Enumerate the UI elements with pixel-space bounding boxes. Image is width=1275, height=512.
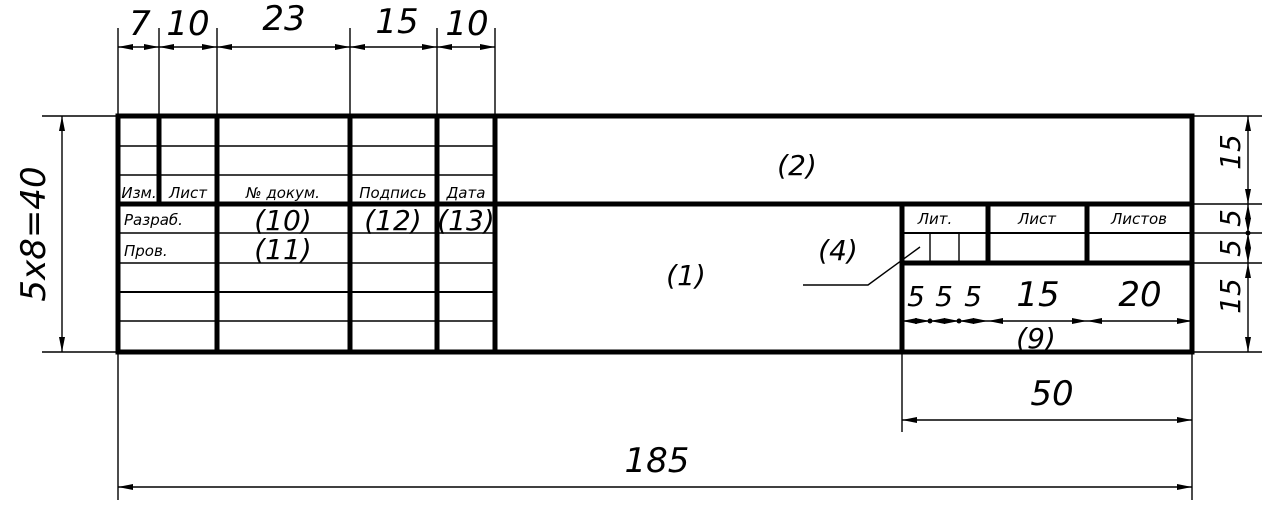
field-10: (10) bbox=[254, 204, 311, 237]
label-lit: Лит. bbox=[917, 210, 953, 228]
leader-line-4 bbox=[803, 246, 921, 286]
field-1: (1) bbox=[666, 259, 706, 292]
dim-right-15b: 15 bbox=[1214, 278, 1247, 314]
dim-10a: 10 bbox=[166, 4, 209, 44]
field-13: (13) bbox=[437, 204, 494, 237]
header-izm: Изм. bbox=[121, 184, 156, 202]
row-label-razrab: Разраб. bbox=[124, 211, 183, 229]
dim-right-5a: 5 bbox=[1214, 209, 1247, 227]
dim-height-40: 5x8=40 bbox=[14, 166, 54, 301]
dim-10b: 10 bbox=[445, 4, 488, 44]
main-fields: (2) (1) (4) bbox=[666, 149, 921, 292]
table-rows: Разраб. Пров. (10) (11) (12) (13) bbox=[124, 204, 495, 266]
field-2: (2) bbox=[777, 149, 817, 182]
dim-15: 15 bbox=[375, 2, 418, 42]
dim-cell-20: 20 bbox=[1118, 275, 1161, 315]
dim-50: 50 bbox=[1030, 374, 1073, 414]
field-12: (12) bbox=[364, 204, 421, 237]
row-label-prov: Пров. bbox=[124, 242, 168, 260]
sheet-labels: Лит. Лист Листов bbox=[917, 210, 1167, 228]
header-document-number: № докум. bbox=[245, 184, 320, 202]
dim-7: 7 bbox=[129, 4, 151, 44]
label-sheet: Лист bbox=[1017, 210, 1057, 228]
dim-185: 185 bbox=[625, 441, 690, 481]
top-dimension-values: 7 10 23 15 10 bbox=[129, 0, 488, 44]
title-block bbox=[115, 113, 1195, 355]
dim-right-15a: 15 bbox=[1214, 134, 1247, 170]
header-signature: Подпись bbox=[359, 184, 426, 202]
right-dimensions: 15 5 5 15 bbox=[1192, 115, 1262, 353]
dim-right-5b: 5 bbox=[1214, 239, 1247, 257]
dim-cell-5a: 5 bbox=[907, 280, 925, 313]
top-extension-lines bbox=[117, 28, 496, 116]
left-dimension: 5x8=40 bbox=[14, 115, 118, 353]
header-date: Дата bbox=[446, 184, 486, 202]
header-list: Лист bbox=[168, 184, 208, 202]
inner-dimensions: 5 5 5 15 20 (9) bbox=[902, 275, 1192, 355]
label-sheets-total: Листов bbox=[1110, 210, 1167, 228]
field-9: (9) bbox=[1016, 322, 1056, 355]
dim-cell-5c: 5 bbox=[964, 280, 982, 313]
dim-23: 23 bbox=[262, 0, 305, 39]
bottom-dimensions: 50 185 bbox=[117, 352, 1193, 500]
field-4: (4) bbox=[818, 234, 858, 267]
table-headers: Изм. Лист № докум. Подпись Дата bbox=[121, 184, 485, 202]
dim-cell-15: 15 bbox=[1016, 275, 1059, 315]
field-11: (11) bbox=[254, 233, 311, 266]
dim-cell-5b: 5 bbox=[935, 280, 953, 313]
